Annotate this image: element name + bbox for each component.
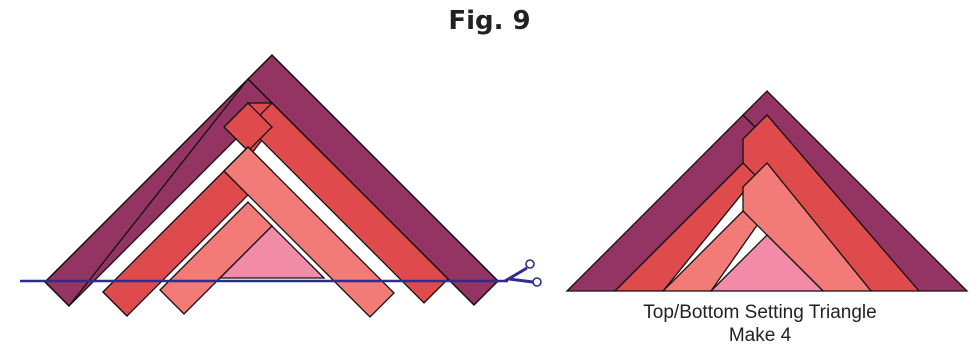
figure-caption: Top/Bottom Setting Triangle Make 4	[560, 301, 960, 347]
tri-center	[709, 234, 825, 292]
trimmed-triangle	[565, 90, 969, 292]
center-square	[218, 225, 326, 279]
caption-line-1: Top/Bottom Setting Triangle	[643, 302, 877, 323]
third-strip-right	[223, 146, 395, 318]
untrimmed-block	[44, 54, 499, 318]
tri-third-right	[742, 162, 873, 292]
caption-line-2: Make 4	[728, 325, 792, 346]
tri-second-right	[742, 114, 921, 292]
figure-title: Fig. 9	[448, 6, 531, 36]
scissors-icon	[504, 259, 542, 287]
outer-strip-inner	[44, 54, 499, 307]
